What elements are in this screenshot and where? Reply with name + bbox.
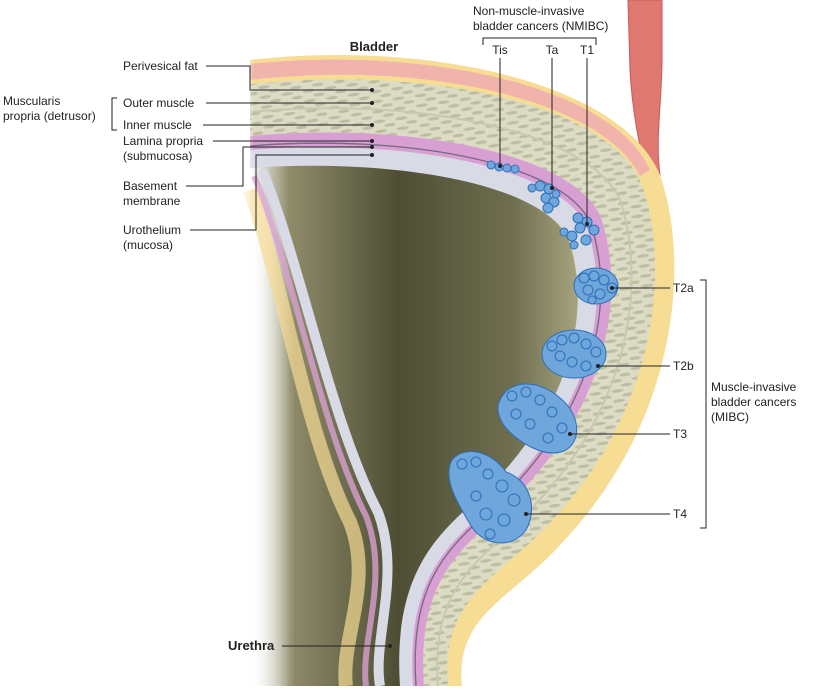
tumor-t1 xyxy=(559,212,600,250)
label-perivesical-fat: Perivesical fat xyxy=(123,59,198,73)
mibc-bracket xyxy=(700,279,707,529)
nmibc-heading-line2: bladder cancers (NMIBC) xyxy=(473,19,608,33)
leader-basement xyxy=(186,146,372,187)
t2b-leader-dot xyxy=(596,364,600,368)
dot-urothelium xyxy=(370,153,374,157)
t2a-leader-dot xyxy=(610,286,614,290)
left-urothelium xyxy=(257,168,393,687)
tumor-t4 xyxy=(448,451,532,544)
nmibc-stage-tis: Tis xyxy=(492,43,508,57)
nmibc-bracket xyxy=(482,37,597,45)
tumor-ta xyxy=(527,180,561,214)
dot-outer-muscle xyxy=(370,101,374,105)
left-lamina xyxy=(251,174,379,687)
nmibc-stage-ta: Ta xyxy=(546,43,559,57)
label-lamina-line2: (submucosa) xyxy=(123,149,192,163)
serosa-band xyxy=(250,59,650,176)
nmibc-stage-t1: T1 xyxy=(580,43,594,57)
label-muscularis-line2: propria (detrusor) xyxy=(3,109,96,123)
t1-leader-dot xyxy=(585,222,589,226)
t3-leader-dot xyxy=(568,432,572,436)
label-lamina-line1: Lamina propria xyxy=(123,134,203,148)
tumor-t2b xyxy=(541,329,607,379)
dot-perivesical-fat xyxy=(370,88,374,92)
mibc-heading-line1: Muscle-invasive xyxy=(711,380,797,394)
ta-leader-dot xyxy=(550,186,554,190)
mibc-stage-t2a: T2a xyxy=(673,281,694,295)
label-outer-muscle: Outer muscle xyxy=(123,96,195,110)
dot-inner-muscle xyxy=(370,123,374,127)
nmibc-heading-line1: Non-muscle-invasive xyxy=(473,4,585,18)
urethra-label: Urethra xyxy=(228,638,275,653)
basement-membrane-line xyxy=(249,142,602,687)
left-edge-fade xyxy=(240,60,280,686)
leader-perivesical-fat xyxy=(206,65,372,91)
label-basement-line2: membrane xyxy=(123,194,181,208)
leader-urothelium xyxy=(190,154,372,231)
tumor-tis xyxy=(486,160,520,174)
label-urothelium-line2: (mucosa) xyxy=(123,238,173,252)
mibc-heading-line3: (MIBC) xyxy=(711,410,749,424)
dot-basement xyxy=(370,145,374,149)
tumor-t2a xyxy=(573,267,619,305)
dot-lamina xyxy=(370,139,374,143)
bladder-title: Bladder xyxy=(350,39,398,54)
mibc-stage-t2b: T2b xyxy=(673,359,694,373)
muscularis-bracket xyxy=(111,97,117,131)
urethra-leader-dot xyxy=(388,644,392,648)
label-basement-line1: Basement xyxy=(123,179,178,193)
tis-leader-dot xyxy=(498,164,502,168)
inner-muscle-divider xyxy=(249,107,633,687)
label-urothelium-line1: Urothelium xyxy=(123,223,181,237)
mibc-stage-t3: T3 xyxy=(673,427,687,441)
tumor-t3 xyxy=(497,383,578,454)
label-inner-muscle: Inner muscle xyxy=(123,118,192,132)
mibc-stage-t4: T4 xyxy=(673,507,687,521)
t4-leader-dot xyxy=(524,512,528,516)
mibc-heading-line2: bladder cancers xyxy=(711,395,796,409)
label-muscularis-line1: Muscularis xyxy=(3,94,60,108)
